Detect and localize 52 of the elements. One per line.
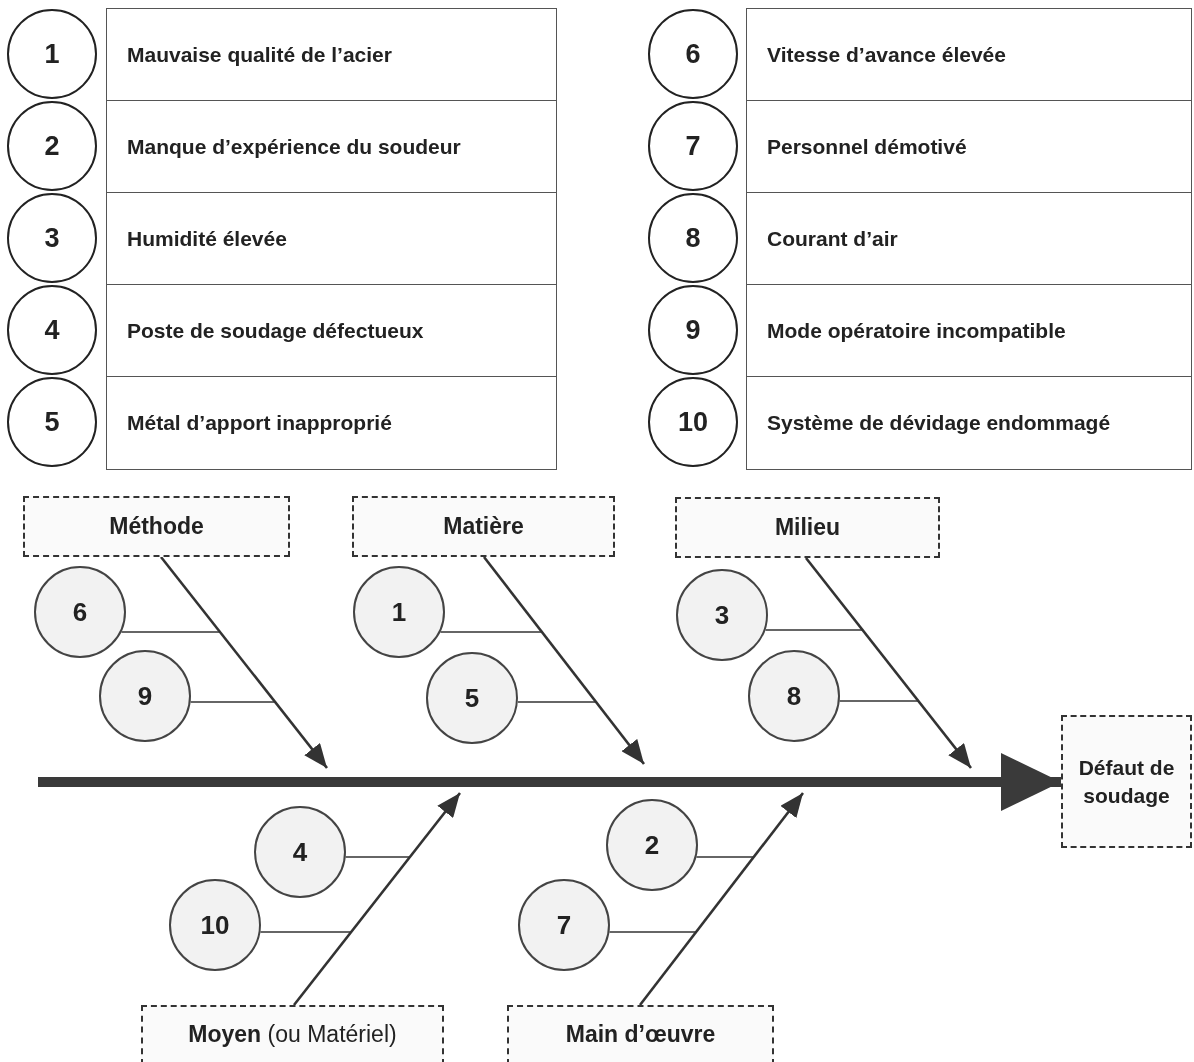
category-box: Moyen (ou Matériel): [141, 1005, 444, 1062]
leader-line: [695, 856, 755, 858]
cause-number-circle: 2: [606, 799, 698, 891]
cause-text: Métal d’apport inapproprié: [106, 376, 557, 470]
leader-line: [517, 701, 597, 703]
cause-number-circle: 5: [426, 652, 518, 744]
cause-text: Système de dévidage endommagé: [746, 376, 1192, 470]
branch-arrow: [804, 557, 973, 769]
cause-number-circle: 10: [169, 879, 261, 971]
cause-text: Courant d’air: [746, 192, 1192, 286]
cause-text: Vitesse d’avance élevée: [746, 8, 1192, 102]
category-box: Main d’œuvre: [507, 1005, 774, 1062]
cause-text: Personnel démotivé: [746, 100, 1192, 194]
cause-text: Poste de soudage défectueux: [106, 284, 557, 378]
number-circle: 2: [7, 101, 97, 191]
leader-line: [764, 629, 864, 631]
branch-arrow: [482, 556, 646, 765]
leader-line: [259, 931, 352, 933]
cause-text: Manque d’expérience du soudeur: [106, 100, 557, 194]
cause-text: Humidité élevée: [106, 192, 557, 286]
leader-line: [439, 631, 543, 633]
category-box: Méthode: [23, 496, 290, 557]
cause-number-circle: 6: [34, 566, 126, 658]
leader-line: [189, 701, 276, 703]
cause-number-circle: 7: [518, 879, 610, 971]
cause-text: Mauvaise qualité de l’acier: [106, 8, 557, 102]
cause-text: Mode opératoire incompatible: [746, 284, 1192, 378]
number-circle: 8: [648, 193, 738, 283]
cause-number-circle: 4: [254, 806, 346, 898]
cause-number-circle: 8: [748, 650, 840, 742]
number-circle: 4: [7, 285, 97, 375]
number-circle: 7: [648, 101, 738, 191]
effect-box: Défaut de soudage: [1061, 715, 1192, 848]
number-circle: 3: [7, 193, 97, 283]
number-circle: 1: [7, 9, 97, 99]
category-box: Matière: [352, 496, 615, 557]
number-circle: 9: [648, 285, 738, 375]
spine-arrow: [38, 753, 1061, 811]
branch-arrow: [159, 556, 329, 769]
number-circle: 10: [648, 377, 738, 467]
number-circle: 5: [7, 377, 97, 467]
branch-arrow: [638, 792, 805, 1006]
branch-arrow: [292, 792, 462, 1006]
category-box: Milieu: [675, 497, 940, 558]
leader-line: [608, 931, 697, 933]
cause-number-circle: 3: [676, 569, 768, 661]
leader-line: [120, 631, 221, 633]
leader-line: [838, 700, 920, 702]
cause-number-circle: 9: [99, 650, 191, 742]
leader-line: [344, 856, 411, 858]
cause-number-circle: 1: [353, 566, 445, 658]
number-circle: 6: [648, 9, 738, 99]
